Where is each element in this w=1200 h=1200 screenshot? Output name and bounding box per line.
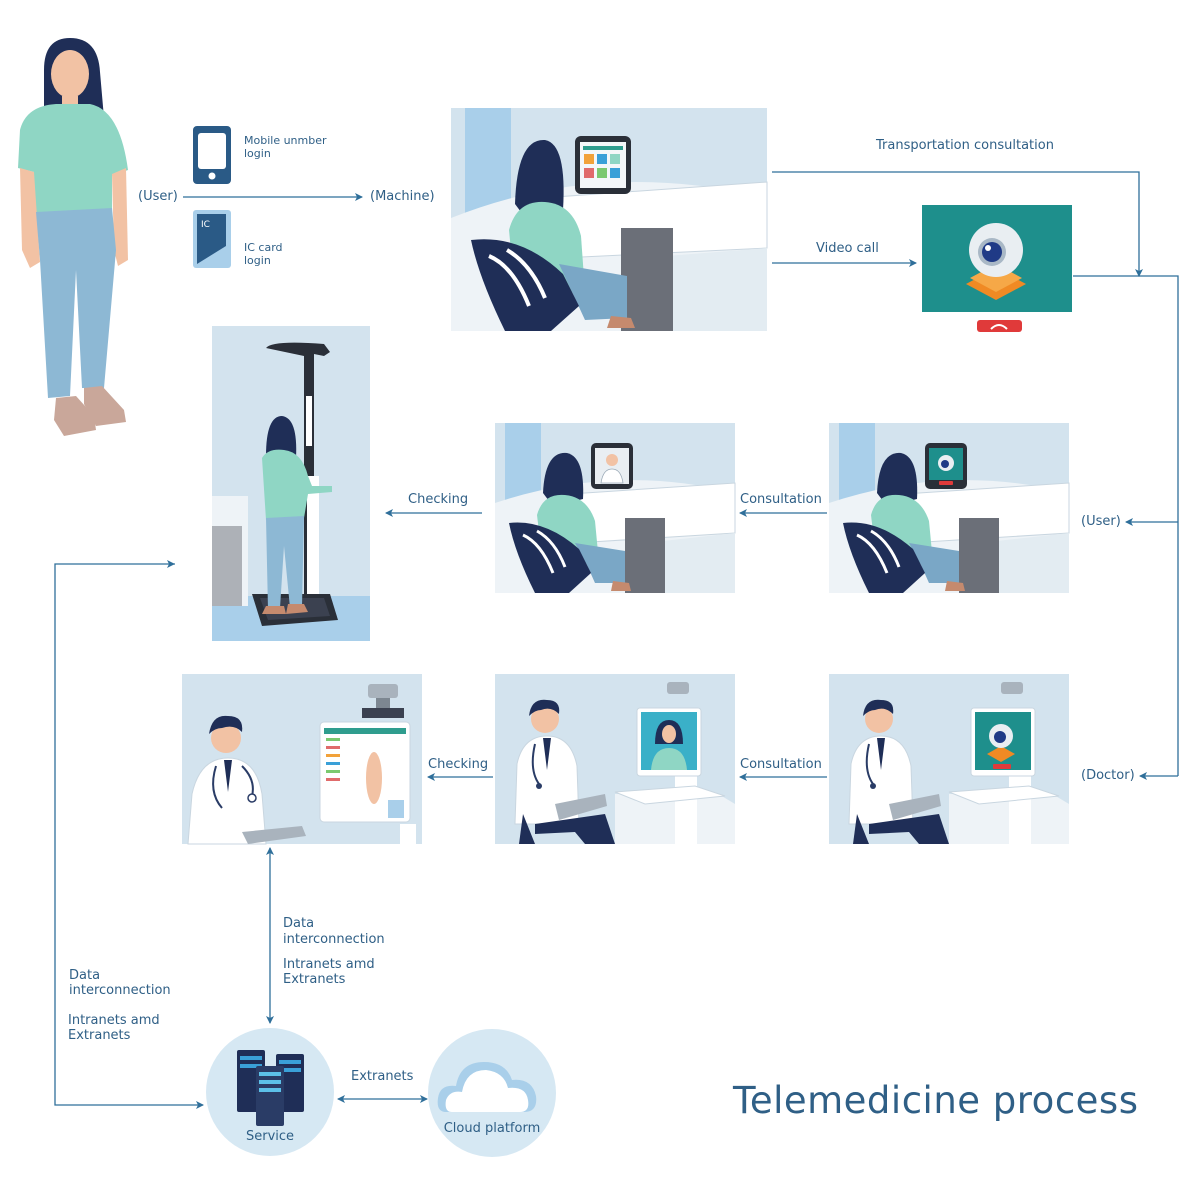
checking-label-bottom: Checking: [428, 757, 488, 772]
diagram-title: Telemedicine process: [732, 1079, 1138, 1122]
consultation-label-top: Consultation: [740, 492, 822, 507]
doctor-label-right: (Doctor): [1081, 768, 1135, 783]
extranets-label: Extranets: [351, 1069, 414, 1084]
transport-consultation-label: Transportation consultation: [875, 138, 1054, 153]
machine-label: (Machine): [370, 189, 435, 204]
hangup-icon: [977, 320, 1022, 332]
phone-icon: [193, 126, 231, 184]
cloud-label: Cloud platform: [444, 1121, 541, 1136]
user-label-right: (User): [1081, 514, 1121, 529]
ic-badge-text: IC: [201, 220, 210, 230]
ic-card-icon: IC: [193, 210, 231, 268]
checking-label-top: Checking: [408, 492, 468, 507]
mobile-login-label: Mobile unmber login: [244, 134, 330, 160]
consultation-label-bottom: Consultation: [740, 757, 822, 772]
left-loop-arrowhead: [167, 560, 175, 568]
cloud-node: Cloud platform: [428, 1029, 556, 1157]
machine-scene: [451, 108, 768, 331]
doctor-data-scene: [182, 674, 422, 845]
checking-station-scene: [212, 326, 370, 641]
seated-doctor-call-scene: [493, 421, 737, 595]
server-icon: [237, 1050, 304, 1126]
standing-user-figure: [18, 38, 128, 436]
data-interconnection-mid: Data interconnection: [283, 916, 385, 947]
seated-webcam-scene: [827, 421, 1071, 595]
transport-arrow: [772, 171, 1143, 277]
split-line: [1073, 275, 1179, 776]
data-interconnection-left: Data interconnection: [69, 968, 171, 998]
video-call-label: Video call: [816, 241, 879, 256]
service-label: Service: [246, 1129, 294, 1144]
doctor-webcam-scene: [828, 673, 1070, 845]
intranets-left: Intranets amd Extranets: [68, 1013, 164, 1043]
cloud-icon: [437, 1062, 537, 1112]
user-label-top: (User): [138, 189, 178, 204]
left-loop-line: [54, 563, 204, 1109]
webcam-screen: [922, 205, 1072, 312]
ic-login-label: IC card login: [244, 241, 286, 267]
service-node: Service: [206, 1028, 334, 1156]
doctor-patient-call-scene: [494, 673, 736, 845]
intranets-mid: Intranets amd Extranets: [283, 957, 379, 987]
webcam-icon: [969, 223, 1023, 277]
